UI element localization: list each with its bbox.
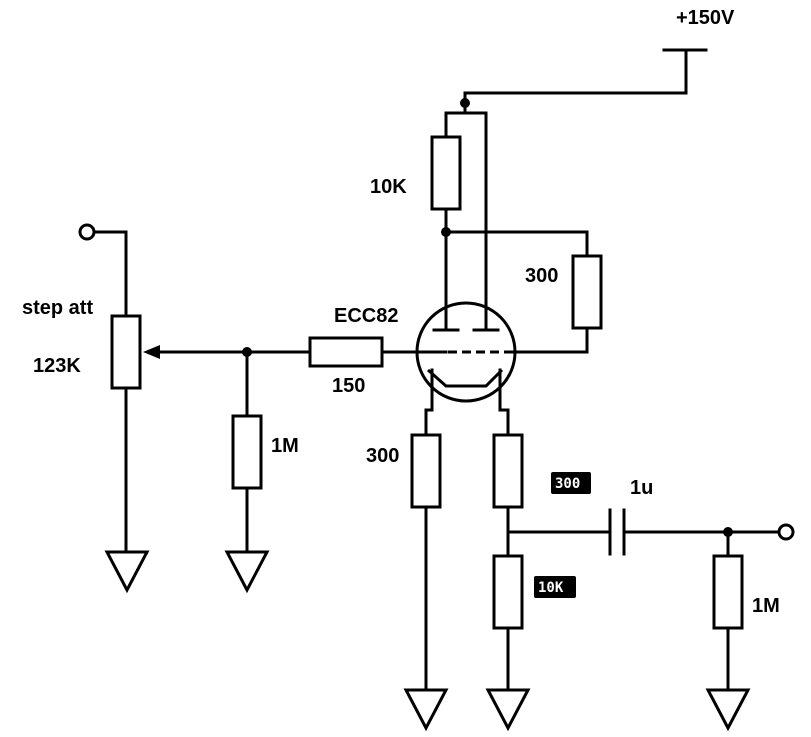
ecc82-tube [415,301,517,412]
output-terminal [777,523,795,541]
ground-icon [224,550,270,594]
tube-label: ECC82 [334,305,398,327]
grid-leak-label: 1M [271,435,299,457]
attenuator-name-label: step att [22,297,93,319]
feedback-resistor-label: 300 [525,265,558,287]
supply-rail [444,48,708,332]
plate-resistor-label: 10K [370,176,407,198]
capacitor-label: 1u [630,477,653,499]
cathode-load-resistor [492,554,524,630]
supply-voltage-label: +150V [676,7,735,29]
cathode-resistor-right [492,433,524,509]
cathode-resistor-right-tag: 300 [555,476,580,492]
cathode-resistor-left [410,433,442,509]
ground-icon [104,550,150,594]
wiper-arrow-icon [143,345,160,359]
cathode-load-resistor-tag: 10K [538,580,564,596]
ground-icon [403,688,449,732]
grid-stopper-label: 150 [332,375,365,397]
plate-resistor [430,135,462,211]
cathode-resistor-left-label: 300 [366,445,399,467]
output-resistor-label: 1M [752,595,780,617]
input-terminal [78,223,96,241]
output-resistor [712,554,744,630]
grid-leak-resistor [231,414,263,490]
ground-icon [705,688,751,732]
attenuator-value-label: 123K [33,355,81,377]
step-attenuator [110,314,142,390]
ground-icon [485,688,531,732]
feedback-resistor [571,254,603,330]
grid-stopper-resistor [308,336,384,368]
